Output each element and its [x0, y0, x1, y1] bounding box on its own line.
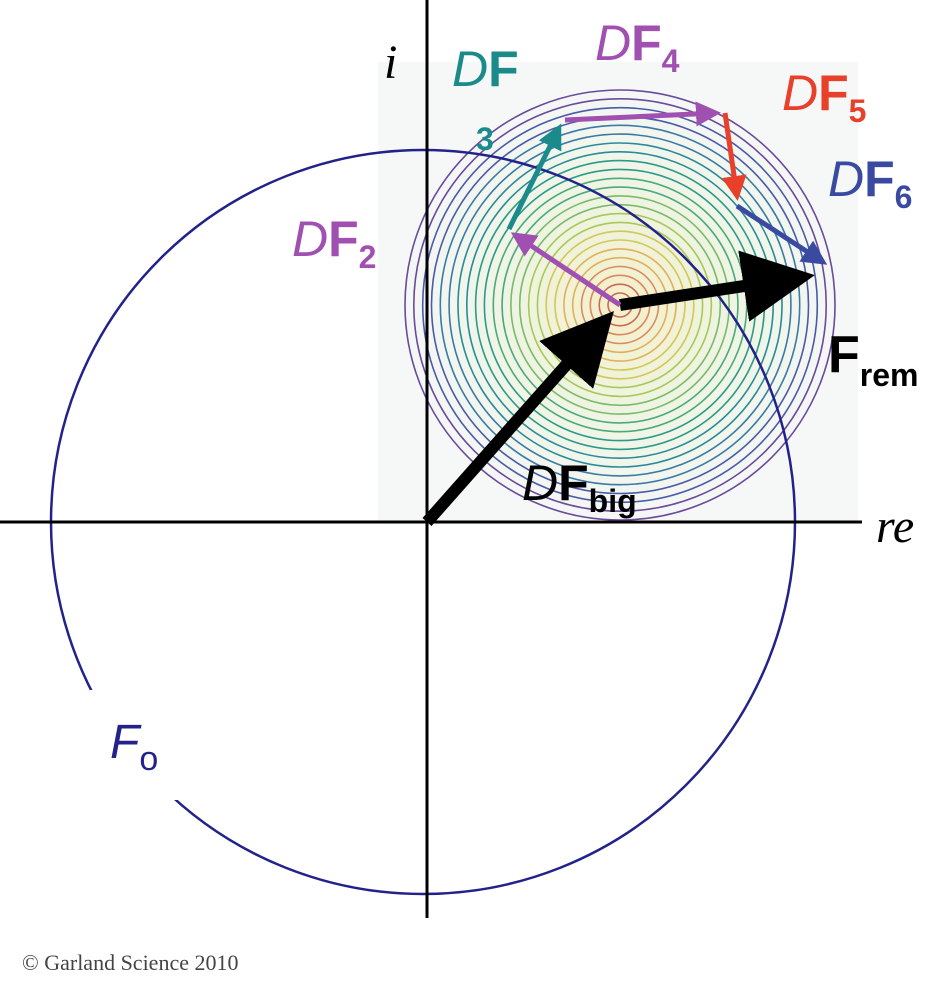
- df6-arrow: [735, 203, 828, 265]
- imaginary-axis-label: i: [384, 36, 397, 89]
- contour-ring: [518, 203, 722, 407]
- df4-prefix: D: [595, 15, 631, 71]
- fo-label-sub: o: [139, 740, 158, 778]
- contour-rings: [404, 89, 836, 521]
- contour-ring: [510, 195, 730, 415]
- df6-label: DF6: [828, 151, 912, 215]
- df5-arrow: [721, 112, 747, 201]
- df4-sub: 4: [662, 43, 680, 79]
- df-big-prefix: D: [522, 455, 558, 511]
- real-axis-label: re: [876, 500, 914, 553]
- df-big-sub: big: [589, 483, 637, 519]
- df5-prefix: D: [782, 65, 818, 121]
- df-big-arrow: [422, 311, 614, 526]
- contour-ring: [571, 256, 669, 354]
- df5-sub: 5: [849, 93, 867, 129]
- df6-prefix: D: [828, 151, 864, 207]
- contour-ring: [554, 239, 686, 371]
- contour-ring: [501, 186, 739, 424]
- df3-label: DF: [452, 41, 519, 97]
- contour-ring: [412, 98, 827, 512]
- df4-label: DF4: [595, 15, 680, 79]
- df5-main: F: [818, 65, 849, 121]
- df5-label: DF5: [782, 65, 866, 129]
- contour-ring: [404, 89, 836, 521]
- df2-arrow: [510, 232, 622, 308]
- contour-ring: [527, 212, 713, 398]
- df4-main: F: [631, 15, 662, 71]
- df6-sub: 6: [895, 179, 913, 215]
- df3-main: F: [488, 41, 519, 97]
- df6-main: F: [864, 151, 895, 207]
- contour-ring: [563, 248, 677, 362]
- df4-arrow: [564, 101, 721, 127]
- fo-label: Fo: [110, 716, 158, 778]
- contour-ring: [421, 106, 819, 504]
- df2-label: DF2: [292, 211, 376, 275]
- df-big-label: DFbig: [522, 455, 637, 519]
- f-rem-sub: rem: [860, 357, 919, 393]
- f-rem-arrow: [619, 250, 815, 322]
- complex-plane-diagram: re i Fo DFbig Frem DF2 DF 3 DF4 DF5 DF6: [0, 0, 918, 918]
- fo-label-gap: [90, 690, 190, 800]
- df3-prefix: D: [452, 41, 488, 97]
- f-rem-label: Frem: [828, 326, 918, 393]
- df2-prefix: D: [292, 211, 328, 267]
- df-big-main: F: [558, 455, 589, 511]
- df2-main: F: [328, 211, 359, 267]
- df2-sub: 2: [359, 239, 377, 275]
- f-rem-main: F: [828, 326, 860, 384]
- df3-sub: 3: [476, 121, 494, 157]
- copyright-notice: © Garland Science 2010: [22, 950, 239, 975]
- df3-arrow: [506, 123, 562, 231]
- fo-label-letter: F: [110, 716, 142, 769]
- contour-ring: [536, 221, 704, 389]
- contour-ring: [545, 230, 695, 380]
